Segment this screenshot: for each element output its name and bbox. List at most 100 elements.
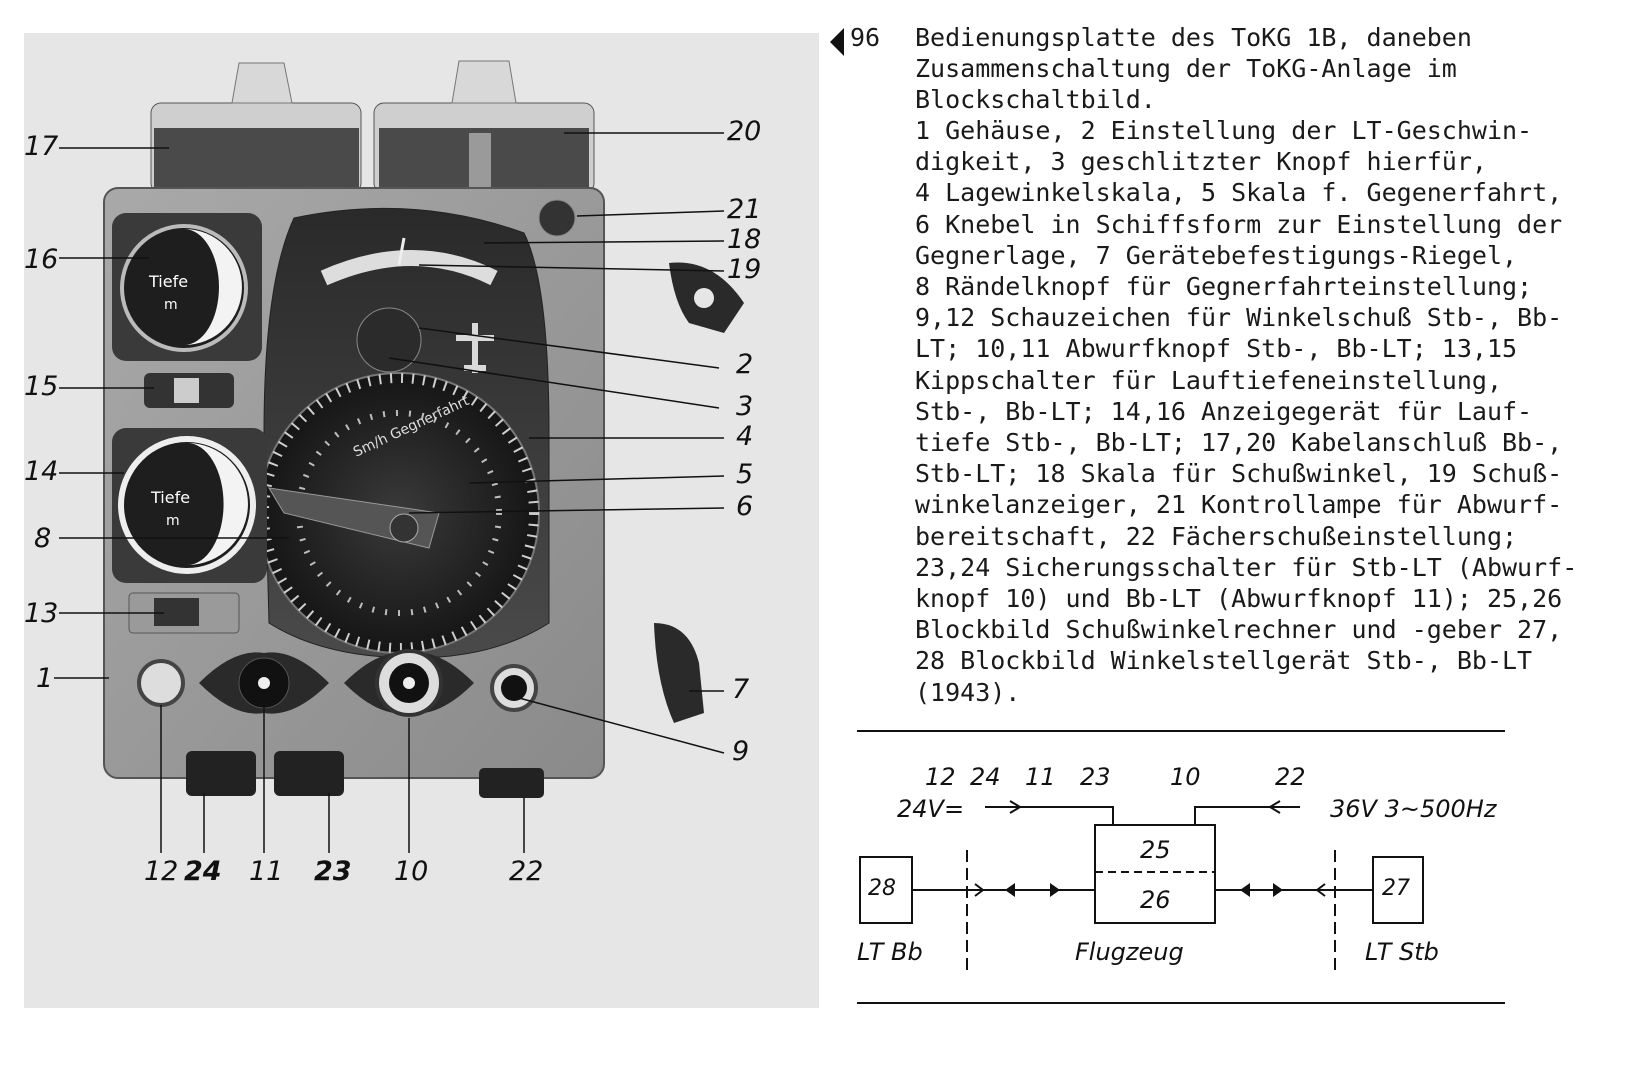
caption-line: digkeit, 3 geschlitzter Knopf hierfür, xyxy=(915,147,1487,177)
callout-2: 2 xyxy=(736,349,754,380)
caption-line: 8 Rändelknopf für Gegnerfahrteinstellung… xyxy=(915,272,1533,302)
plug-right-icon xyxy=(1315,883,1326,897)
angle-pointer xyxy=(397,237,406,266)
depth-gauge-bb: Tiefe m xyxy=(112,213,262,361)
box-27-label: 27 xyxy=(1382,876,1410,901)
callout-17: 17 xyxy=(24,131,59,162)
toggle-lever-15 xyxy=(174,378,199,403)
latch-7-upper-hole xyxy=(694,288,714,308)
diagram-num-23: 23 xyxy=(1080,763,1111,791)
callout-22: 22 xyxy=(509,856,544,887)
caption-title: Bedienungsplatte des ToKG 1B, daneben Zu… xyxy=(915,23,1472,114)
label-lt-bb: LT Bb xyxy=(857,938,923,966)
caption-line: Gegnerlage, 7 Gerätebefestigungs-Riegel, xyxy=(915,240,1518,270)
figure-number: 96 xyxy=(850,23,881,52)
lever-hub xyxy=(389,513,419,543)
diagram-num-24: 24 xyxy=(970,763,1001,791)
svg-text:m: m xyxy=(166,513,180,529)
device-photo: Sm/h Gegnerfahrt Tiefe m Tiefe m xyxy=(24,33,819,1008)
indicator-12 xyxy=(137,659,185,707)
caption-line: 4 Lagewinkelskala, 5 Skala f. Gegenerfah… xyxy=(915,178,1563,208)
box-25-label: 25 xyxy=(1140,836,1171,864)
diagram-num-12: 12 xyxy=(925,763,956,791)
caption-line: Stb-LT; 18 Skala für Schußwinkel, 19 Sch… xyxy=(915,459,1563,489)
callout-9: 9 xyxy=(732,736,750,767)
callout-11: 11 xyxy=(249,856,284,887)
label-flugzeug: Flugzeug xyxy=(1075,938,1184,966)
diagram-num-22: 22 xyxy=(1275,763,1306,791)
box-26-label: 26 xyxy=(1140,886,1171,914)
callout-5: 5 xyxy=(736,459,754,490)
caption-line: 23,24 Sicherungsschalter für Stb-LT (Abw… xyxy=(915,552,1578,582)
safety-switch-24 xyxy=(186,751,256,796)
caption-line: (1943). xyxy=(915,677,1021,707)
speed-dial xyxy=(356,307,422,373)
caption-line: 9,12 Schauzeichen für Winkelschuß Stb-, … xyxy=(915,303,1563,333)
callout-4: 4 xyxy=(736,421,754,452)
control-lamp-21 xyxy=(538,199,576,237)
svg-text:Tiefe: Tiefe xyxy=(150,488,190,507)
callout-13: 13 xyxy=(24,598,59,629)
caption-line: bereitschaft, 22 Fächerschußeinstellung; xyxy=(915,521,1518,551)
label-lt-stb: LT Stb xyxy=(1365,938,1439,966)
release-knob-10-center xyxy=(403,677,415,689)
svg-text:Tiefe: Tiefe xyxy=(148,272,188,291)
callout-8: 8 xyxy=(34,523,52,554)
toggle-lever-13 xyxy=(154,598,199,626)
box-25-26 xyxy=(1094,824,1216,924)
supply-line-left xyxy=(985,806,1114,825)
supply-line-right xyxy=(1194,806,1300,825)
supply-left-label: 24V= xyxy=(897,795,964,823)
device-illustration: Sm/h Gegnerfahrt Tiefe m Tiefe m xyxy=(54,60,744,853)
caption-line: tiefe Stb-, Bb-LT; 17,20 Kabelanschluß B… xyxy=(915,428,1563,458)
cable-connector-right xyxy=(373,60,595,203)
callout-14: 14 xyxy=(24,456,59,487)
caption-line: Kippschalter für Lauftiefeneinstellung, xyxy=(915,365,1502,395)
callout-16: 16 xyxy=(24,244,59,275)
caption-line: 28 Blockbild Winkelstellgerät Stb-, Bb-L… xyxy=(915,646,1533,676)
caption-line: 1 Gehäuse, 2 Einstellung der LT-Geschwin… xyxy=(915,116,1533,145)
caption-line: knopf 10) und Bb-LT (Abwurfknopf 11); 25… xyxy=(915,584,1563,614)
callout-23: 23 xyxy=(314,856,352,887)
supply-right-label: 36V 3~500Hz xyxy=(1330,795,1498,823)
block-diagram-svg: 12 24 11 23 10 22 24V= 36V 3~500Hz 25 26… xyxy=(857,730,1505,1004)
safety-switch-23 xyxy=(274,751,344,796)
caption-line: 6 Knebel in Schiffsform zur Einstellung … xyxy=(915,209,1563,239)
svg-text:m: m xyxy=(164,297,178,313)
callout-1: 1 xyxy=(36,663,54,694)
callout-15: 15 xyxy=(24,371,59,402)
block-diagram: 12 24 11 23 10 22 24V= 36V 3~500Hz 25 26… xyxy=(855,725,1515,1015)
salvo-setting-22 xyxy=(479,768,544,798)
arrow-left-icon xyxy=(1240,883,1250,897)
box-28-label: 28 xyxy=(868,876,896,901)
callout-19: 19 xyxy=(727,254,762,285)
leader-lines xyxy=(54,132,725,853)
diagram-num-10: 10 xyxy=(1170,763,1201,791)
main-dial-ticks xyxy=(259,373,539,653)
callout-10: 10 xyxy=(394,856,429,887)
callout-18: 18 xyxy=(727,224,762,255)
depth-gauge-stb: Tiefe m xyxy=(112,428,267,583)
arrow-left-icon xyxy=(1005,883,1015,897)
callout-24: 24 xyxy=(184,856,222,887)
plug-left-icon xyxy=(974,883,985,897)
callout-12: 12 xyxy=(144,856,179,887)
caption-line: LT; 10,11 Abwurfknopf Stb-, Bb-LT; 13,15 xyxy=(915,334,1518,364)
arrow-right-icon xyxy=(1273,883,1283,897)
triangle-marker-icon xyxy=(830,28,844,56)
cable-connector-left xyxy=(150,62,362,203)
diagram-num-11: 11 xyxy=(1025,763,1056,791)
angle-scale xyxy=(320,250,498,286)
arrow-right-icon xyxy=(1009,800,1022,814)
arrow-right-icon xyxy=(1050,883,1060,897)
callout-20: 20 xyxy=(727,116,762,147)
callout-7: 7 xyxy=(732,674,750,705)
caption-line: winkelanzeiger, 21 Kontrollampe für Abwu… xyxy=(915,490,1563,520)
release-knob-11-center xyxy=(258,677,270,689)
arrow-left-icon xyxy=(1268,800,1281,814)
callout-3: 3 xyxy=(736,391,754,422)
indicator-9-center xyxy=(501,675,527,701)
callout-21: 21 xyxy=(727,194,762,225)
latch-7-lower xyxy=(654,623,704,723)
caption-body: 1 Gehäuse, 2 Einstellung der LT-Geschwin… xyxy=(915,115,1627,708)
